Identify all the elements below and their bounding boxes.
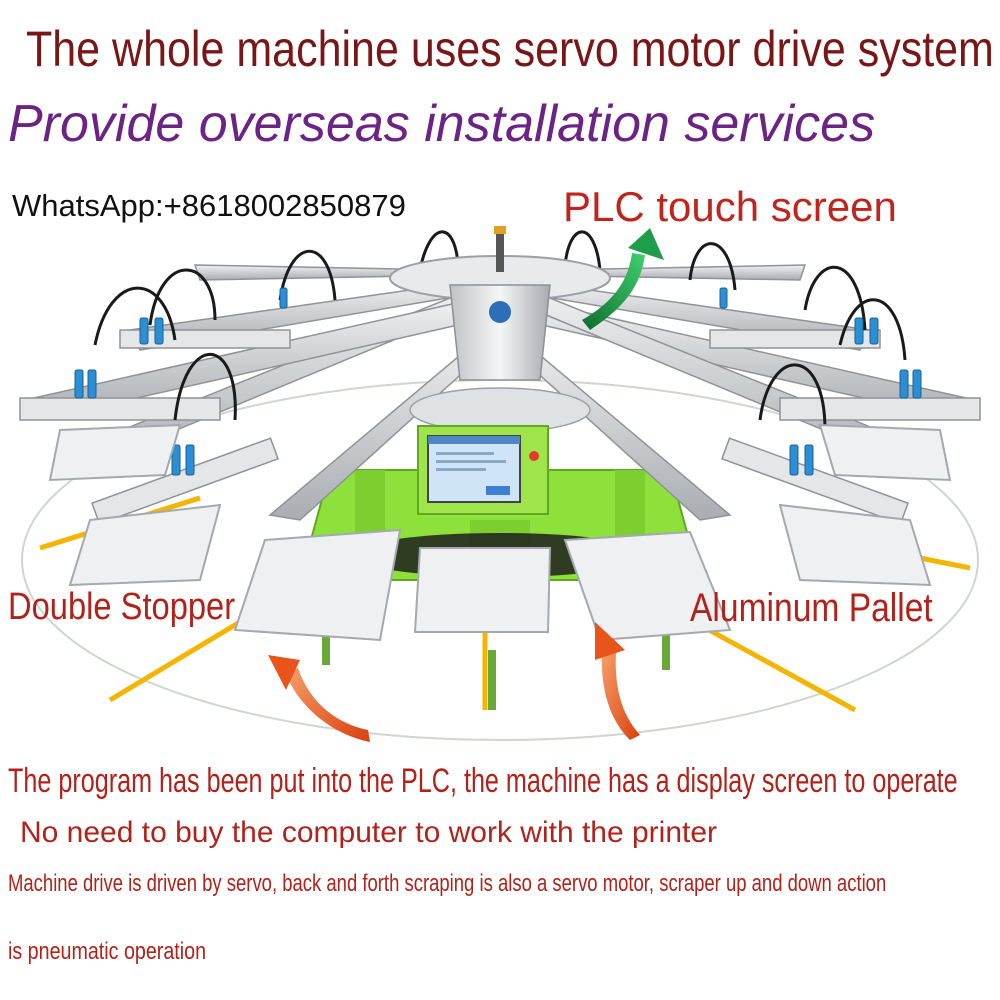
central-hub: [389, 226, 611, 433]
note-line-3: Machine drive is driven by servo, back a…: [8, 870, 887, 897]
whatsapp-contact: WhatsApp:+8618002850879: [12, 188, 406, 223]
pneumatic-cylinders: [74, 287, 922, 476]
label-aluminum-pallet: Aluminum Pallet: [690, 586, 933, 630]
headline: The whole machine uses servo motor drive…: [26, 21, 994, 77]
subheadline: Provide overseas installation services: [8, 95, 876, 153]
label-plc-touch-screen: PLC touch screen: [563, 183, 897, 230]
green-arrow-up: [582, 228, 664, 330]
orange-arrow-left: [268, 655, 370, 742]
label-double-stopper: Double Stopper: [8, 586, 236, 628]
aluminum-pallets: [48, 423, 952, 642]
note-line-1: The program has been put into the PLC, t…: [8, 762, 958, 800]
note-line-4: is pneumatic operation: [8, 938, 207, 965]
plc-control-panel: [417, 425, 549, 515]
orange-arrow-right: [595, 622, 640, 740]
note-line-2: No need to buy the computer to work with…: [20, 816, 718, 849]
air-hoses: [93, 230, 907, 431]
